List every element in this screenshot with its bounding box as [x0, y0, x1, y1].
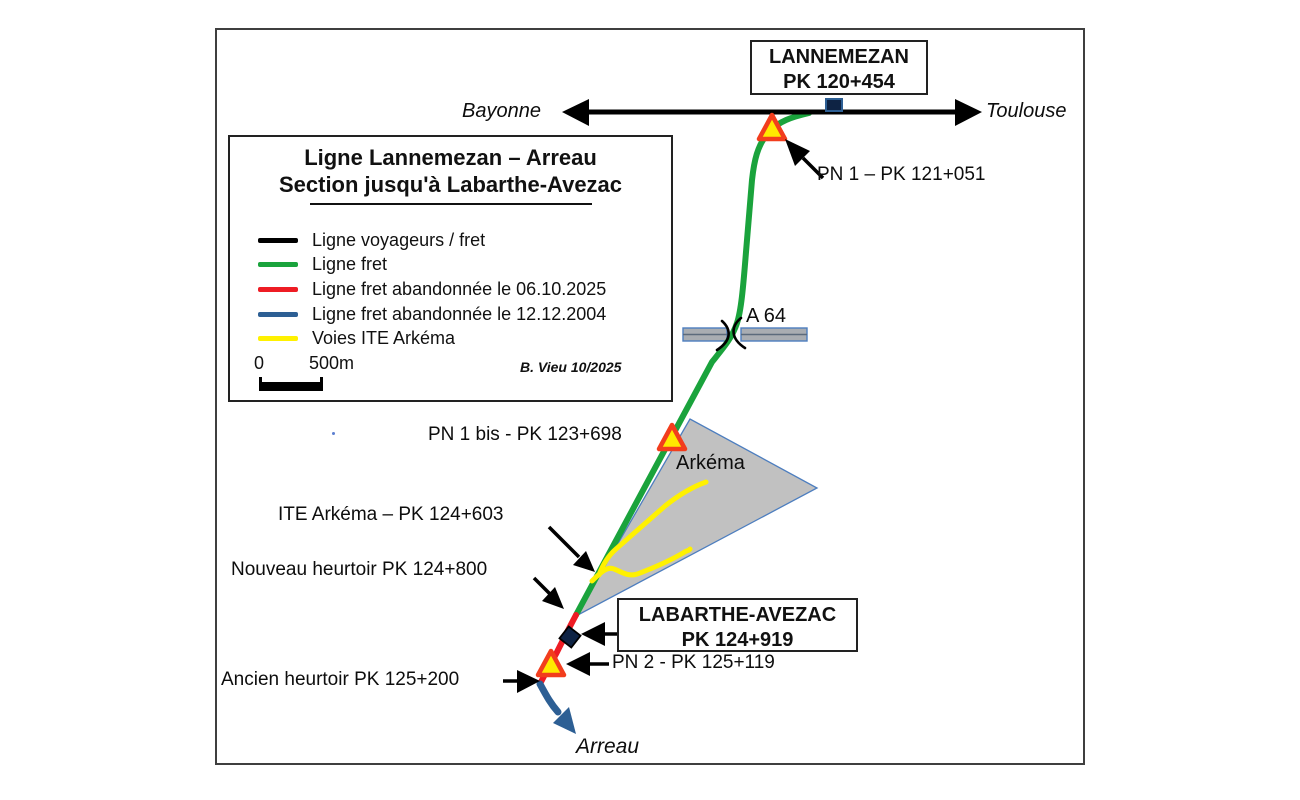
scale-distance-label: 500m	[309, 353, 355, 373]
legend-chip-blue	[258, 311, 298, 317]
legend-label: Ligne voyageurs / fret	[312, 229, 486, 250]
labarthe-arrow-icon	[581, 622, 605, 646]
a64-motorway	[682, 327, 808, 342]
labarthe-station-marker	[558, 625, 582, 649]
underpass-mark-left	[715, 319, 730, 352]
arrow-arreau-icon	[553, 707, 576, 734]
legend-title: Ligne Lannemezan – Arreau Section jusqu'…	[230, 144, 671, 198]
legend-item-abandonnee-2025: Ligne fret abandonnée le 06.10.2025	[258, 278, 606, 300]
pn1bis-marker-icon	[656, 422, 688, 452]
pn1-label: PN 1 – PK 121+051	[817, 164, 986, 185]
ite-arrow-tail	[547, 525, 581, 559]
pn2-label: PN 2 - PK 125+119	[612, 652, 775, 673]
legend-box: Ligne Lannemezan – Arreau Section jusqu'…	[228, 135, 673, 402]
arkema-zone-shape	[574, 418, 819, 618]
ite-label: ITE Arkéma – PK 124+603	[278, 504, 504, 525]
labarthe-pk: PK 124+919	[681, 629, 794, 651]
labarthe-name: LABARTHE-AVEZAC	[638, 604, 837, 626]
legend-title-underline	[309, 203, 592, 205]
main-line	[562, 99, 982, 126]
legend-item-abandonnee-2004: Ligne fret abandonnée le 12.12.2004	[258, 303, 606, 325]
legend-label: Ligne fret	[312, 253, 388, 274]
abandoned-2004-stroke	[536, 680, 562, 716]
legend-chip-yellow	[258, 335, 298, 341]
pn1bis-label: PN 1 bis - PK 123+698	[428, 424, 622, 445]
ite-track-lower	[589, 546, 693, 584]
lannemezan-pk: PK 120+454	[783, 71, 895, 93]
stray-dot	[332, 432, 335, 435]
nouveau-arrow-icon	[542, 587, 564, 609]
ancien-arrow-icon	[517, 670, 540, 693]
ite-arrow-icon	[573, 551, 595, 572]
direction-label-toulouse: Toulouse	[986, 100, 1067, 122]
legend-chip-red	[258, 286, 298, 292]
legend-title-line2: Section jusqu'à Labarthe-Avezac	[278, 172, 623, 197]
direction-label-arreau: Arreau	[576, 735, 640, 758]
ite-track-upper	[596, 479, 709, 578]
legend-label: Ligne fret abandonnée le 06.10.2025	[312, 278, 607, 299]
legend-item-fret: Ligne fret	[258, 253, 387, 275]
legend-chip-green	[258, 261, 298, 267]
nouveau-heurtoir-label: Nouveau heurtoir PK 124+800	[231, 559, 488, 580]
lannemezan-station-marker	[825, 98, 843, 112]
pn2-arrow-icon	[566, 652, 590, 676]
legend-label: Voies ITE Arkéma	[312, 327, 456, 348]
arkema-zone-label: Arkéma	[676, 452, 745, 474]
arrow-bayonne-icon	[562, 99, 589, 126]
pn1-marker-icon	[756, 112, 788, 142]
author-credit: B. Vieu 10/2025	[520, 359, 622, 375]
underpass-mark-right	[732, 316, 747, 350]
legend-item-voyageurs: Ligne voyageurs / fret	[258, 229, 485, 251]
ancien-heurtoir-label: Ancien heurtoir PK 125+200	[221, 669, 460, 690]
pn1-arrow-icon	[785, 139, 810, 166]
scale-zero-label: 0	[254, 353, 265, 373]
a64-label: A 64	[746, 305, 787, 327]
legend-chip-black	[258, 237, 298, 243]
callout-arrows	[503, 139, 825, 693]
scale-bar	[259, 377, 323, 391]
pn2-marker-icon	[535, 648, 567, 678]
nouveau-arrow-tail	[532, 576, 553, 597]
legend-item-ite: Voies ITE Arkéma	[258, 327, 455, 349]
lannemezan-name: LANNEMEZAN	[769, 46, 909, 68]
direction-label-bayonne: Bayonne	[462, 100, 541, 122]
pn1-arrow-tail	[801, 156, 825, 180]
arrow-toulouse-icon	[955, 99, 982, 126]
abandoned-2004-line	[536, 680, 576, 734]
legend-label: Ligne fret abandonnée le 12.12.2004	[312, 303, 607, 324]
lannemezan-station-box: LANNEMEZAN PK 120+454	[750, 40, 928, 95]
legend-title-line1: Ligne Lannemezan – Arreau	[304, 145, 597, 170]
labarthe-station-box: LABARTHE-AVEZAC PK 124+919	[617, 598, 858, 652]
